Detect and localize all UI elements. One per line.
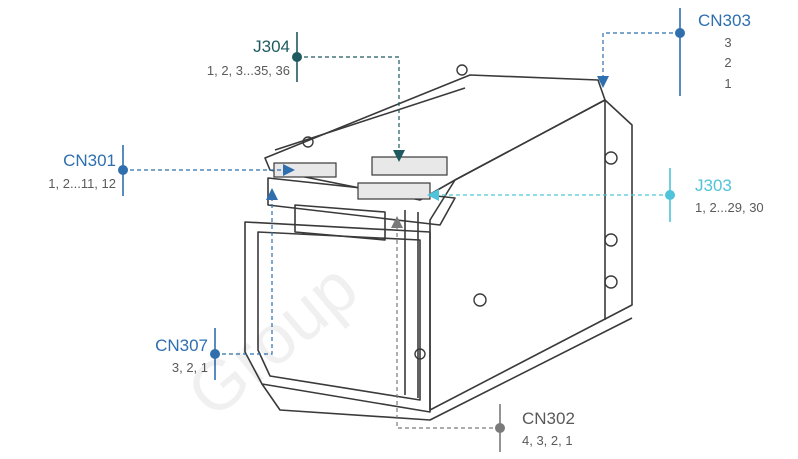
j304-leader-line	[297, 56, 400, 152]
cn301-pins: 1, 2...11, 12	[48, 176, 116, 191]
top-plate-edge	[274, 87, 466, 151]
cn302-label: CN302	[522, 409, 575, 428]
cn303-label: CN303	[698, 11, 751, 30]
j303-dot	[665, 190, 675, 200]
j304-label: J304	[253, 37, 290, 56]
cn303-leader-line	[602, 32, 680, 78]
cn307-label: CN307	[155, 336, 208, 355]
j303-label: J303	[695, 176, 732, 195]
right-side-panel	[429, 99, 633, 411]
top-plate-outline	[264, 74, 606, 201]
j304-connector	[371, 156, 448, 176]
cn307-pins: 3, 2, 1	[171, 360, 208, 375]
cn301-label: CN301	[63, 151, 116, 170]
j303-arrow	[427, 189, 439, 201]
screw-hole-4	[473, 293, 487, 307]
screw-hole-2	[604, 233, 618, 247]
cn307-leader-line	[215, 197, 273, 355]
cn303-pin-2: 2	[724, 55, 732, 70]
j303-connector	[357, 182, 431, 200]
cn303-dot	[675, 28, 685, 38]
j304-arrow	[393, 150, 405, 162]
cn302-dot	[495, 423, 505, 433]
j303-pins: 1, 2...29, 30	[695, 200, 764, 215]
cn301-arrow	[283, 164, 295, 176]
front-inner-frame	[257, 231, 421, 401]
cn303-pin-1: 1	[724, 76, 732, 91]
front-bracket	[294, 204, 386, 241]
cn302-pins: 4, 3, 2, 1	[522, 433, 573, 448]
cn307-arrow	[266, 188, 278, 200]
cn302-leader-line	[396, 225, 500, 429]
screw-hole-5	[456, 64, 468, 76]
screw-hole-7	[414, 348, 426, 360]
screw-hole-1	[604, 151, 618, 165]
screw-hole-6	[302, 136, 314, 148]
cn302-arrow	[391, 216, 403, 228]
j304-dot	[292, 52, 302, 62]
cn301-dot	[118, 165, 128, 175]
bottom-base-edge	[261, 317, 633, 421]
front-housing	[244, 221, 431, 413]
cn307-dot	[210, 349, 220, 359]
cn303-arrow	[597, 76, 609, 88]
screw-hole-3	[604, 275, 618, 289]
j304-pins: 1, 2, 3...35, 36	[206, 63, 290, 78]
cn303-pin-3: 3	[724, 35, 732, 50]
